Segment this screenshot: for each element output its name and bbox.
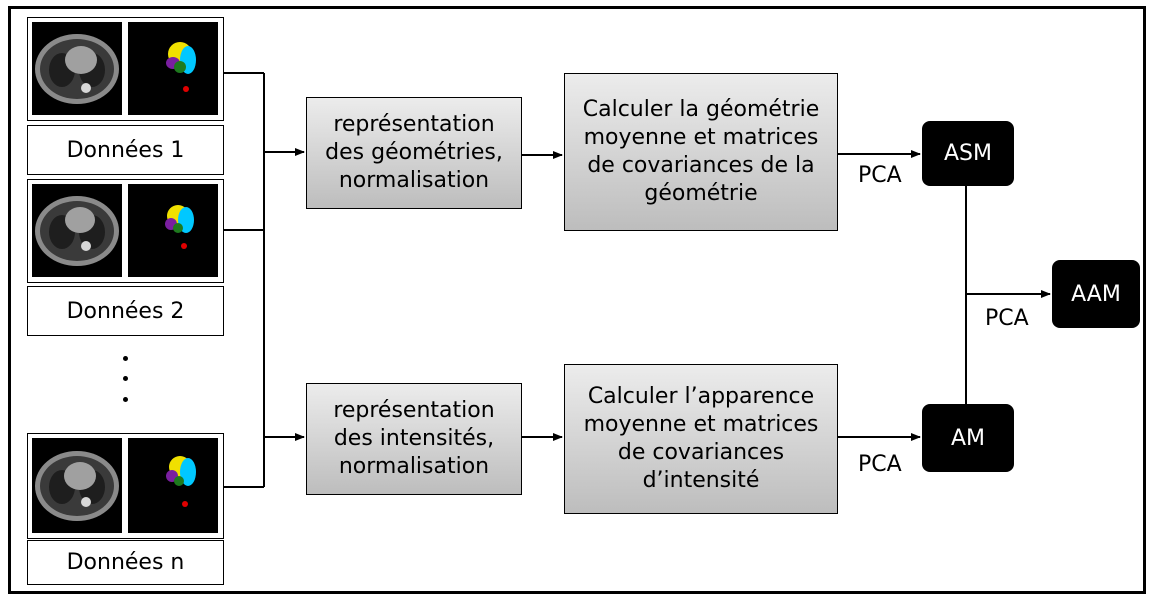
diagram-frame	[8, 6, 1146, 594]
dataset-1-images	[27, 17, 224, 121]
segmentation-image	[128, 438, 218, 533]
pca-label-asm: PCA	[858, 163, 902, 188]
intensity-representation-box: représentation des intensités, normalisa…	[306, 383, 522, 495]
pca-label-aam: PCA	[985, 306, 1029, 331]
ct-scan-image	[32, 184, 218, 277]
ct-scan-image	[32, 438, 218, 533]
ellipsis-dot	[123, 356, 128, 361]
dataset-2-label: Données 2	[27, 286, 224, 336]
geometry-representation-box: représentation des géométries, normalisa…	[306, 97, 522, 209]
aam-model-box: AAM	[1052, 260, 1140, 328]
dataset-1-label: Données 1	[27, 125, 224, 175]
asm-model-box: ASM	[922, 121, 1014, 186]
dataset-n-label: Données n	[27, 540, 224, 585]
dataset-n-images	[27, 433, 224, 539]
ct-scan-image	[32, 22, 218, 115]
geometry-statistics-box: Calculer la géométrie moyenne et matrice…	[564, 73, 838, 231]
segmentation-image	[128, 184, 218, 277]
ellipsis-dot	[123, 397, 128, 402]
ellipsis-dot	[123, 376, 128, 381]
am-model-box: AM	[922, 404, 1014, 472]
appearance-statistics-box: Calculer l’apparence moyenne et matrices…	[564, 364, 838, 514]
dataset-2-images	[27, 179, 224, 283]
pca-label-am: PCA	[858, 452, 902, 477]
